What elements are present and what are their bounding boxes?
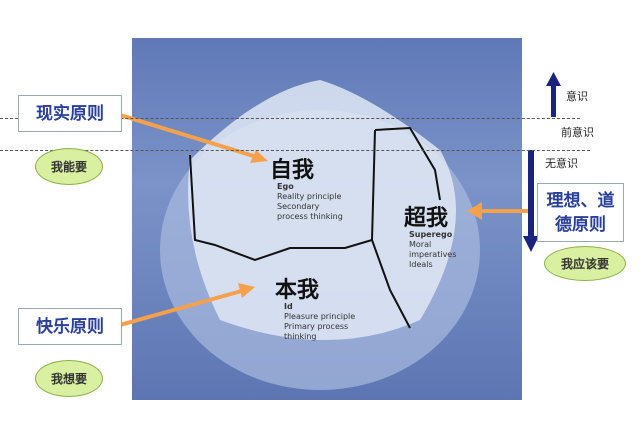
conscious-label: 意识: [566, 90, 588, 103]
iceberg-top: [188, 80, 456, 340]
reality-principle-box: 现实原则: [18, 95, 122, 132]
ego-title: 自我: [270, 158, 315, 183]
preconscious-divider: [0, 150, 590, 151]
superego-title: 超我: [404, 206, 449, 231]
id-title: 本我: [275, 278, 320, 303]
conscious-divider: [0, 118, 580, 119]
ego-id-boundary: [189, 129, 376, 262]
ideal-moral-principle-box: 理想、道德原则: [537, 183, 624, 242]
id-superego-boundary: [371, 239, 411, 329]
should-want-ellipse: 我应该要: [544, 246, 626, 281]
up-arrow-icon: [546, 72, 561, 86]
id-arrow: [119, 288, 246, 327]
unconscious-label: 无意识: [545, 157, 578, 170]
preconscious-label: 前意识: [561, 126, 594, 139]
can-want-ellipse: 我能要: [35, 148, 103, 185]
down-arrow-icon: [523, 236, 539, 252]
pleasure-principle-box: 快乐原则: [18, 308, 122, 345]
want-ellipse: 我想要: [35, 360, 103, 397]
superego-boundary: [374, 126, 441, 201]
